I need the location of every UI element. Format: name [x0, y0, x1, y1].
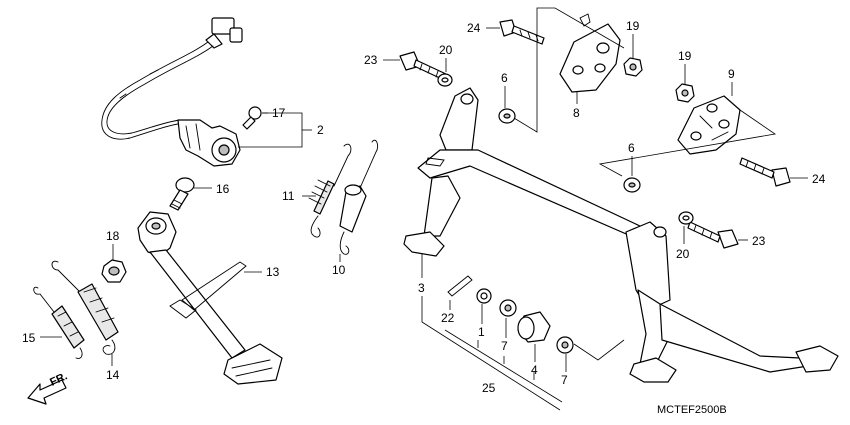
bracket-9-part: [677, 95, 741, 155]
collar-6a-part: [498, 108, 516, 124]
callout-11: 11: [282, 189, 295, 203]
cotter-pin-22-part: [447, 275, 473, 297]
callout-15: 15: [22, 331, 36, 345]
nut-19a-part: [623, 57, 643, 77]
callout-9: 9: [728, 67, 735, 81]
callout-13: 13: [266, 265, 280, 279]
callout-10: 10: [332, 263, 346, 277]
callout-23b: 23: [752, 234, 766, 248]
callout-4: 4: [531, 363, 538, 377]
front-direction-arrow: FR.: [27, 370, 69, 405]
bracket-8-part: [559, 13, 621, 93]
callout-25: 25: [482, 381, 496, 395]
spring-10-part: [339, 139, 379, 255]
bolt-16-part: [169, 177, 195, 211]
callout-3: 3: [418, 281, 425, 295]
spring-11-part: [308, 143, 352, 238]
bolt-17-part: [242, 106, 262, 130]
collar-1-part: [476, 288, 492, 304]
washer-20a-part: [437, 73, 453, 87]
callout-7a: 7: [501, 339, 508, 353]
callout-19a: 19: [626, 19, 640, 33]
callout-24a: 24: [467, 21, 481, 35]
callout-19b: 19: [678, 49, 692, 63]
callout-8: 8: [573, 106, 580, 120]
callout-numbers: 2 17 16 11 10 13 18 15 14 3 22 1 7 4 7 2…: [22, 19, 826, 395]
callout-2: 2: [317, 123, 324, 137]
washer-20b-part: [678, 211, 694, 225]
roller-4-part: [517, 311, 551, 343]
bushing-7b-part: [556, 336, 574, 354]
callout-20b: 20: [676, 247, 690, 261]
diagram-code: MCTEF2500B: [657, 404, 727, 416]
callout-17: 17: [272, 106, 286, 120]
callout-6a: 6: [501, 71, 508, 85]
main-stand-part: [403, 87, 839, 383]
collar-6b-part: [623, 177, 641, 193]
callout-22: 22: [441, 311, 455, 325]
bolt-23a-part: [399, 51, 447, 81]
side-stand-part: [137, 211, 283, 385]
callout-14: 14: [106, 368, 120, 382]
side-stand-switch-part: [101, 17, 243, 167]
nut-19b-part: [675, 83, 695, 103]
callout-16: 16: [216, 182, 230, 196]
direction-label: FR.: [48, 370, 69, 388]
nut-18-part: [101, 259, 127, 283]
callout-18: 18: [106, 229, 120, 243]
callout-6b: 6: [628, 141, 635, 155]
bolt-23b-part: [687, 221, 739, 249]
bolt-24a-part: [499, 19, 545, 45]
callout-24b: 24: [812, 172, 826, 186]
bushing-7a-part: [499, 299, 517, 317]
callout-1: 1: [478, 325, 485, 339]
callout-7b: 7: [561, 373, 568, 387]
spring-14-part: [51, 260, 119, 355]
callout-23a: 23: [364, 53, 378, 67]
callout-20a: 20: [439, 43, 453, 57]
bolt-24b-part: [739, 157, 791, 187]
spring-15-part: [33, 286, 85, 359]
leader-lines: [40, 7, 808, 411]
